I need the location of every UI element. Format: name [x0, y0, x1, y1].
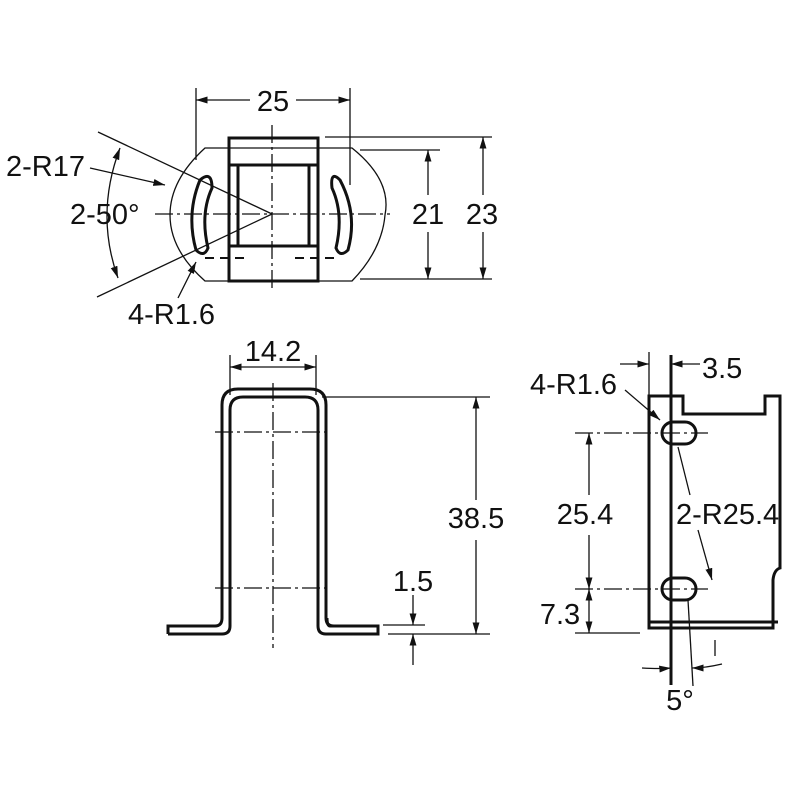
dim-hole-spacing-25-4: 25.4 — [557, 499, 613, 531]
dim-height-38-5: 38.5 — [448, 503, 504, 535]
dim-slot-end-r16-side: 4-R1.6 — [530, 369, 617, 401]
dim-thickness-1-5: 1.5 — [393, 566, 433, 598]
dim-inner-height-21: 21 — [412, 199, 444, 231]
dim-slot-radius-r25-4: 2-R25.4 — [676, 499, 779, 531]
dim-slot-angle-50: 2-50° — [70, 199, 140, 231]
right-arc-slot — [330, 174, 354, 255]
dim-bottom-offset-7-3: 7.3 — [540, 599, 580, 631]
dim-outer-height-23: 23 — [466, 199, 498, 231]
left-arc-slot — [190, 174, 214, 255]
dim-slot-end-r16: 4-R1.6 — [128, 299, 215, 331]
side-view: 3.5 4-R1.6 25.4 7.3 2-R25.4 5° — [530, 352, 782, 717]
top-plate-outline — [169, 147, 387, 282]
dim-angle-5: 5° — [666, 685, 694, 717]
dim-offset-3-5: 3.5 — [702, 353, 742, 385]
side-plate-outline — [647, 394, 782, 630]
dim-slot-radius-r17: 2-R17 — [6, 151, 85, 183]
top-block — [227, 136, 320, 283]
dim-inner-width-14-2: 14.2 — [245, 336, 301, 368]
top-view: 25 21 23 2-R17 2-50° 4-R1.6 — [6, 86, 498, 331]
dim-width-25: 25 — [257, 86, 289, 118]
front-view: 14.2 38.5 1.5 — [166, 336, 504, 665]
